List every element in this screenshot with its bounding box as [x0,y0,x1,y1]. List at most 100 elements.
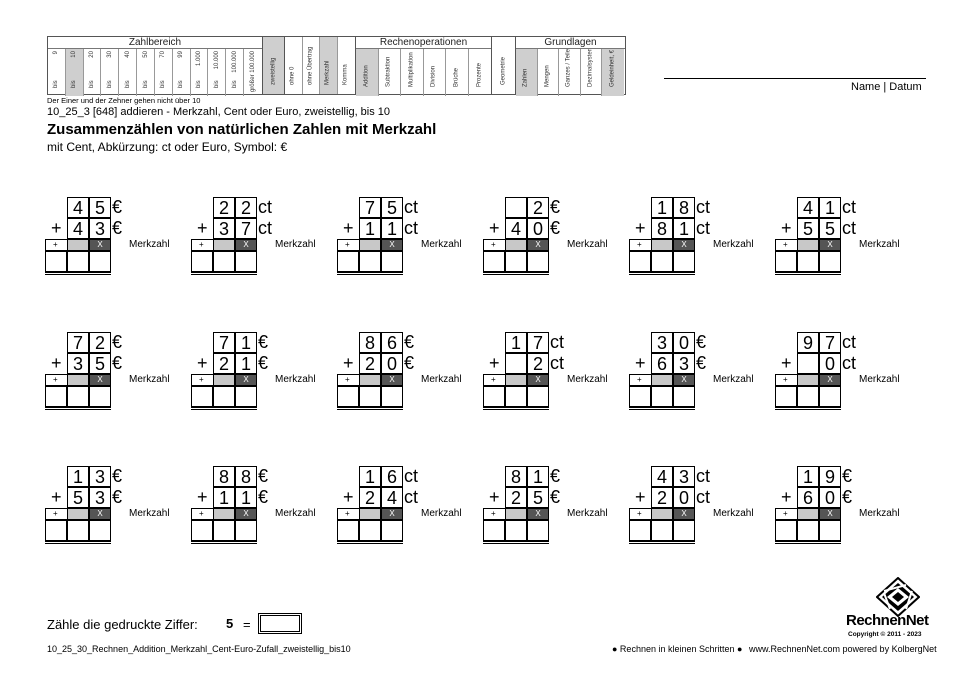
result-cell[interactable] [213,251,235,272]
result-cell[interactable] [483,251,505,272]
grundlagen-col[interactable]: Dezimalsystem [581,49,603,96]
result-cell[interactable] [67,386,89,407]
operation-col[interactable]: Brüche [446,49,469,96]
carry-cell[interactable] [45,508,67,520]
result-cell[interactable] [673,386,695,407]
operation-col[interactable]: Addition [356,49,379,96]
result-cell[interactable] [483,520,505,541]
result-cell[interactable] [673,520,695,541]
carry-cell[interactable] [67,239,89,251]
result-cell[interactable] [629,386,651,407]
result-cell[interactable] [797,251,819,272]
carry-cell[interactable] [337,239,359,251]
grundlagen-col[interactable]: Geldeinheit, € / ct [602,49,624,96]
uebertrag-col[interactable]: Komma [338,37,356,94]
result-cell[interactable] [337,520,359,541]
carry-cell[interactable] [191,374,213,386]
result-cell[interactable] [819,386,841,407]
carry-cell[interactable] [337,508,359,520]
result-cell[interactable] [45,520,67,541]
result-cell[interactable] [651,520,673,541]
carry-cell[interactable] [67,374,89,386]
carry-cell[interactable] [797,374,819,386]
result-cell[interactable] [191,251,213,272]
carry-cell[interactable] [359,239,381,251]
carry-cell[interactable] [483,239,505,251]
result-cell[interactable] [797,386,819,407]
result-cell[interactable] [191,520,213,541]
carry-cell[interactable] [629,508,651,520]
uebertrag-col[interactable]: Merkzahl [320,37,338,94]
result-cell[interactable] [527,520,549,541]
grundlagen-col[interactable]: Mengen [538,49,560,96]
result-cell[interactable] [651,386,673,407]
geometrie-col[interactable]: Geometrie [492,37,515,94]
operation-col[interactable]: Multiplikation [401,49,424,96]
result-cell[interactable] [527,386,549,407]
carry-cell[interactable] [651,508,673,520]
carry-cell[interactable] [651,239,673,251]
carry-cell[interactable] [797,239,819,251]
result-cell[interactable] [89,251,111,272]
operation-col[interactable]: Prozente [469,49,492,96]
carry-cell[interactable] [337,374,359,386]
carry-cell[interactable] [213,374,235,386]
zahlbereich-col[interactable]: größer 100.000 [244,49,262,96]
carry-cell[interactable] [775,239,797,251]
operation-col[interactable]: Division [424,49,446,96]
operation-col[interactable]: Subtraktion [379,49,401,96]
result-cell[interactable] [89,386,111,407]
carry-cell[interactable] [45,239,67,251]
carry-cell[interactable] [213,239,235,251]
result-cell[interactable] [797,520,819,541]
result-cell[interactable] [359,386,381,407]
carry-cell[interactable] [505,239,527,251]
carry-cell[interactable] [505,374,527,386]
result-cell[interactable] [235,520,257,541]
result-cell[interactable] [213,386,235,407]
result-cell[interactable] [191,386,213,407]
result-cell[interactable] [359,251,381,272]
uebertrag-col[interactable]: ohne 0 [285,37,303,94]
result-cell[interactable] [337,386,359,407]
result-cell[interactable] [381,386,403,407]
result-cell[interactable] [775,386,797,407]
result-cell[interactable] [381,251,403,272]
result-cell[interactable] [527,251,549,272]
carry-cell[interactable] [191,508,213,520]
carry-cell[interactable] [359,508,381,520]
result-cell[interactable] [213,520,235,541]
result-cell[interactable] [819,251,841,272]
carry-cell[interactable] [775,374,797,386]
carry-cell[interactable] [213,508,235,520]
result-cell[interactable] [819,520,841,541]
result-cell[interactable] [67,251,89,272]
result-cell[interactable] [359,520,381,541]
result-cell[interactable] [505,520,527,541]
carry-cell[interactable] [797,508,819,520]
result-cell[interactable] [673,251,695,272]
result-cell[interactable] [235,251,257,272]
carry-cell[interactable] [483,374,505,386]
carry-cell[interactable] [483,508,505,520]
count-answer-box[interactable] [258,613,302,634]
carry-cell[interactable] [45,374,67,386]
result-cell[interactable] [67,520,89,541]
result-cell[interactable] [381,520,403,541]
result-cell[interactable] [505,386,527,407]
carry-cell[interactable] [505,508,527,520]
carry-cell[interactable] [629,239,651,251]
carry-cell[interactable] [629,374,651,386]
grundlagen-col[interactable]: Zahlen [516,49,538,96]
result-cell[interactable] [629,520,651,541]
result-cell[interactable] [45,386,67,407]
